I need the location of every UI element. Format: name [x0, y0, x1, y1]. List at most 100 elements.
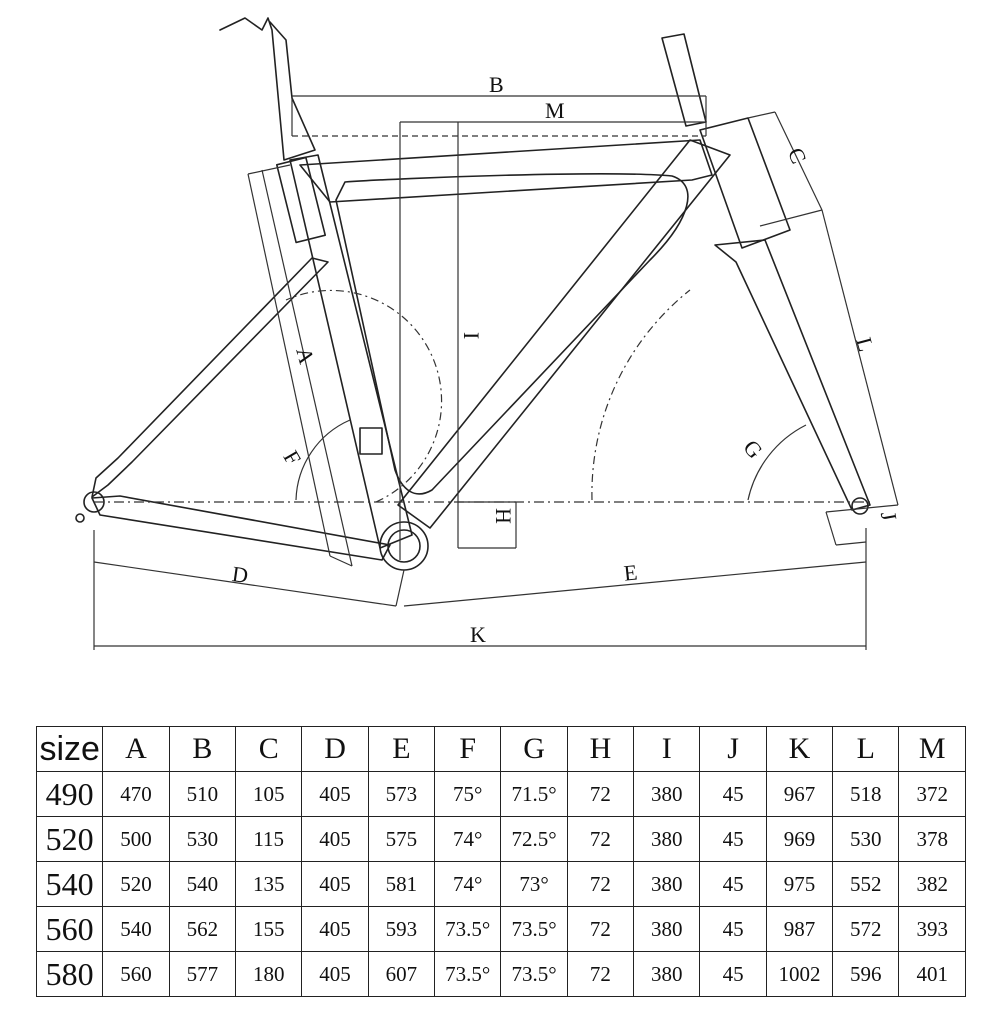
fork [714, 239, 871, 511]
header-G: G [500, 726, 568, 772]
table-cell: 530 [168, 816, 237, 862]
label-D: D [231, 561, 250, 588]
table-row: 490 470 510 105 405 573 75° 71.5° 72 380… [35, 771, 966, 817]
cable-port [359, 427, 383, 455]
label-H: H [491, 508, 516, 524]
table-cell: 45 [699, 906, 767, 952]
table-cell: 71.5° [500, 771, 568, 817]
label-M: M [545, 98, 565, 123]
table-cell: 552 [832, 861, 900, 907]
header-size: size [35, 726, 104, 772]
table-cell: 969 [765, 816, 834, 862]
table-cell: 45 [699, 816, 767, 862]
table-cell: 573 [367, 771, 436, 817]
table-cell: 155 [235, 906, 303, 952]
table-cell: 380 [633, 861, 701, 907]
table-cell: 405 [301, 906, 369, 952]
table-row: 580 560 577 180 405 607 73.5° 73.5° 72 3… [35, 951, 966, 997]
table-cell: 115 [235, 816, 303, 862]
table-cell: 572 [832, 906, 900, 952]
table-cell: 180 [235, 951, 303, 997]
header-D: D [301, 726, 369, 772]
header-J: J [699, 726, 767, 772]
down-tube [397, 139, 731, 529]
header-F: F [434, 726, 502, 772]
table-cell: 135 [235, 861, 303, 907]
table-cell-size: 540 [35, 861, 104, 907]
table-cell: 510 [168, 771, 237, 817]
table-cell: 380 [633, 906, 701, 952]
seat-stay [91, 257, 329, 498]
table-cell: 393 [898, 906, 966, 952]
table-cell: 581 [367, 861, 436, 907]
table-cell: 372 [898, 771, 966, 817]
table-cell: 500 [102, 816, 170, 862]
label-L: L [851, 335, 879, 354]
head-tube [699, 117, 791, 249]
table-cell: 72 [566, 816, 635, 862]
seat-tube [289, 154, 413, 549]
header-C: C [235, 726, 303, 772]
table-cell: 405 [301, 816, 369, 862]
table-cell-size: 560 [35, 906, 104, 952]
table-cell: 967 [765, 771, 834, 817]
table-cell: 72 [566, 951, 635, 997]
table-cell: 380 [633, 951, 701, 997]
table-cell: 975 [765, 861, 834, 907]
table-cell: 380 [633, 816, 701, 862]
table-cell: 72 [566, 906, 635, 952]
table-cell-size: 580 [35, 951, 104, 997]
table-cell: 577 [168, 951, 237, 997]
table-cell: 73.5° [500, 951, 568, 997]
seat-clamp [275, 156, 327, 244]
table-cell: 607 [367, 951, 436, 997]
label-I: I [459, 332, 484, 339]
label-K: K [470, 622, 486, 647]
table-cell: 987 [765, 906, 834, 952]
table-cell: 72 [566, 861, 635, 907]
table-cell: 593 [367, 906, 436, 952]
table-cell: 382 [898, 861, 966, 907]
seat-post [219, 17, 316, 161]
table-cell: 378 [898, 816, 966, 862]
table-cell: 405 [301, 951, 369, 997]
header-A: A [102, 726, 170, 772]
table-cell: 562 [168, 906, 237, 952]
table-cell: 74° [434, 861, 502, 907]
top-tube [299, 139, 713, 203]
table-cell: 380 [633, 771, 701, 817]
table-cell: 1002 [765, 951, 834, 997]
table-cell: 530 [832, 816, 900, 862]
header-L: L [832, 726, 900, 772]
table-cell: 520 [102, 861, 170, 907]
steerer [661, 33, 707, 127]
table-row: 540 520 540 135 405 581 74° 73° 72 380 4… [35, 861, 966, 907]
table-row: 520 500 530 115 405 575 74° 72.5° 72 380… [35, 816, 966, 862]
geometry-table: size A B C D E F G H I J K L M 490 470 5… [35, 726, 966, 997]
table-cell: 45 [699, 951, 767, 997]
table-cell: 540 [102, 906, 170, 952]
table-cell: 45 [699, 861, 767, 907]
table-cell: 560 [102, 951, 170, 997]
label-F: F [278, 446, 306, 469]
table-cell: 540 [168, 861, 237, 907]
chain-stay [91, 495, 391, 561]
table-cell: 405 [301, 861, 369, 907]
label-J: J [876, 510, 902, 523]
table-cell-size: 520 [35, 816, 104, 862]
table-cell: 596 [832, 951, 900, 997]
table-header-row: size A B C D E F G H I J K L M [35, 726, 966, 772]
header-K: K [765, 726, 834, 772]
table-cell: 575 [367, 816, 436, 862]
table-cell: 73° [500, 861, 568, 907]
table-cell: 401 [898, 951, 966, 997]
header-E: E [367, 726, 436, 772]
label-B: B [489, 72, 504, 97]
table-cell: 405 [301, 771, 369, 817]
header-H: H [566, 726, 635, 772]
label-A: A [291, 345, 319, 367]
header-M: M [898, 726, 966, 772]
header-B: B [168, 726, 237, 772]
table-cell: 73.5° [434, 906, 502, 952]
label-C: C [783, 144, 812, 167]
